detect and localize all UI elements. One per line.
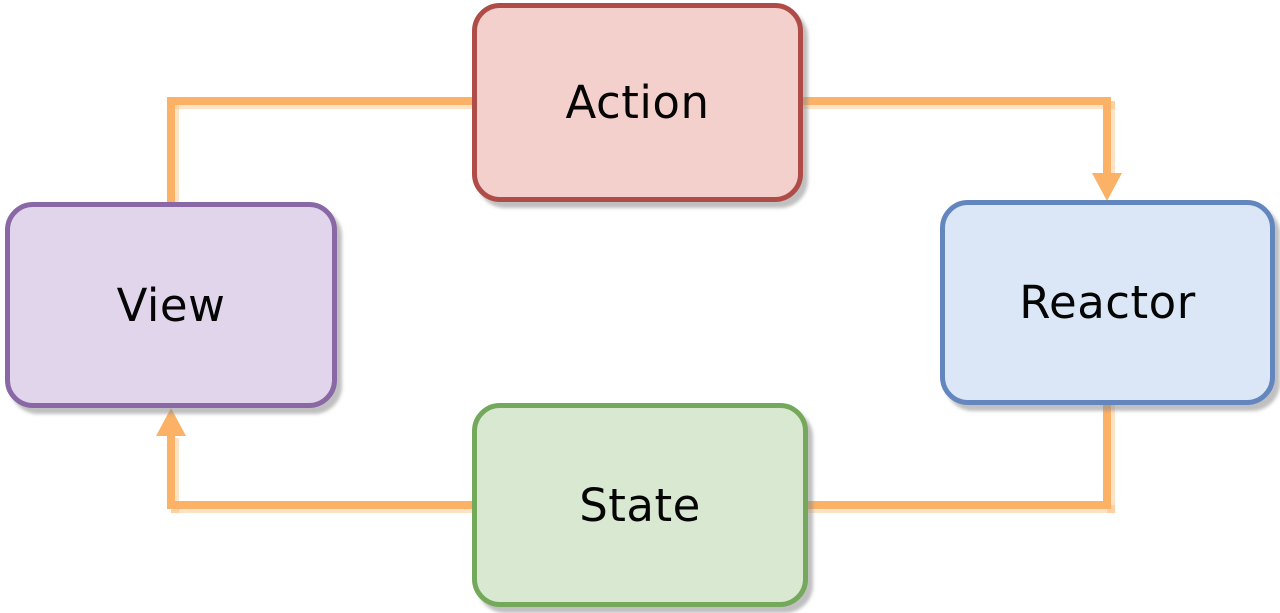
connector-action-to-reactor-horizontal — [799, 97, 1111, 105]
node-reactor-label: Reactor — [1019, 276, 1196, 329]
arrowhead-up-icon — [156, 408, 186, 436]
connector-action-to-reactor-vertical — [1103, 97, 1111, 174]
node-view: View — [5, 202, 337, 408]
connector-state-to-view-vertical — [167, 434, 175, 509]
node-view-label: View — [116, 278, 226, 332]
connector-view-to-action-vertical — [167, 97, 175, 204]
node-state-label: State — [579, 478, 701, 532]
node-action-label: Action — [565, 76, 710, 129]
connector-reactor-to-state-vertical — [1103, 400, 1111, 509]
node-reactor: Reactor — [940, 200, 1275, 405]
connector-reactor-to-state-horizontal — [804, 501, 1111, 509]
node-action: Action — [472, 3, 803, 202]
connector-view-to-action-horizontal — [167, 97, 477, 105]
connector-state-to-view-horizontal — [167, 501, 476, 509]
node-state: State — [472, 403, 808, 607]
arrowhead-down-icon — [1092, 173, 1122, 201]
